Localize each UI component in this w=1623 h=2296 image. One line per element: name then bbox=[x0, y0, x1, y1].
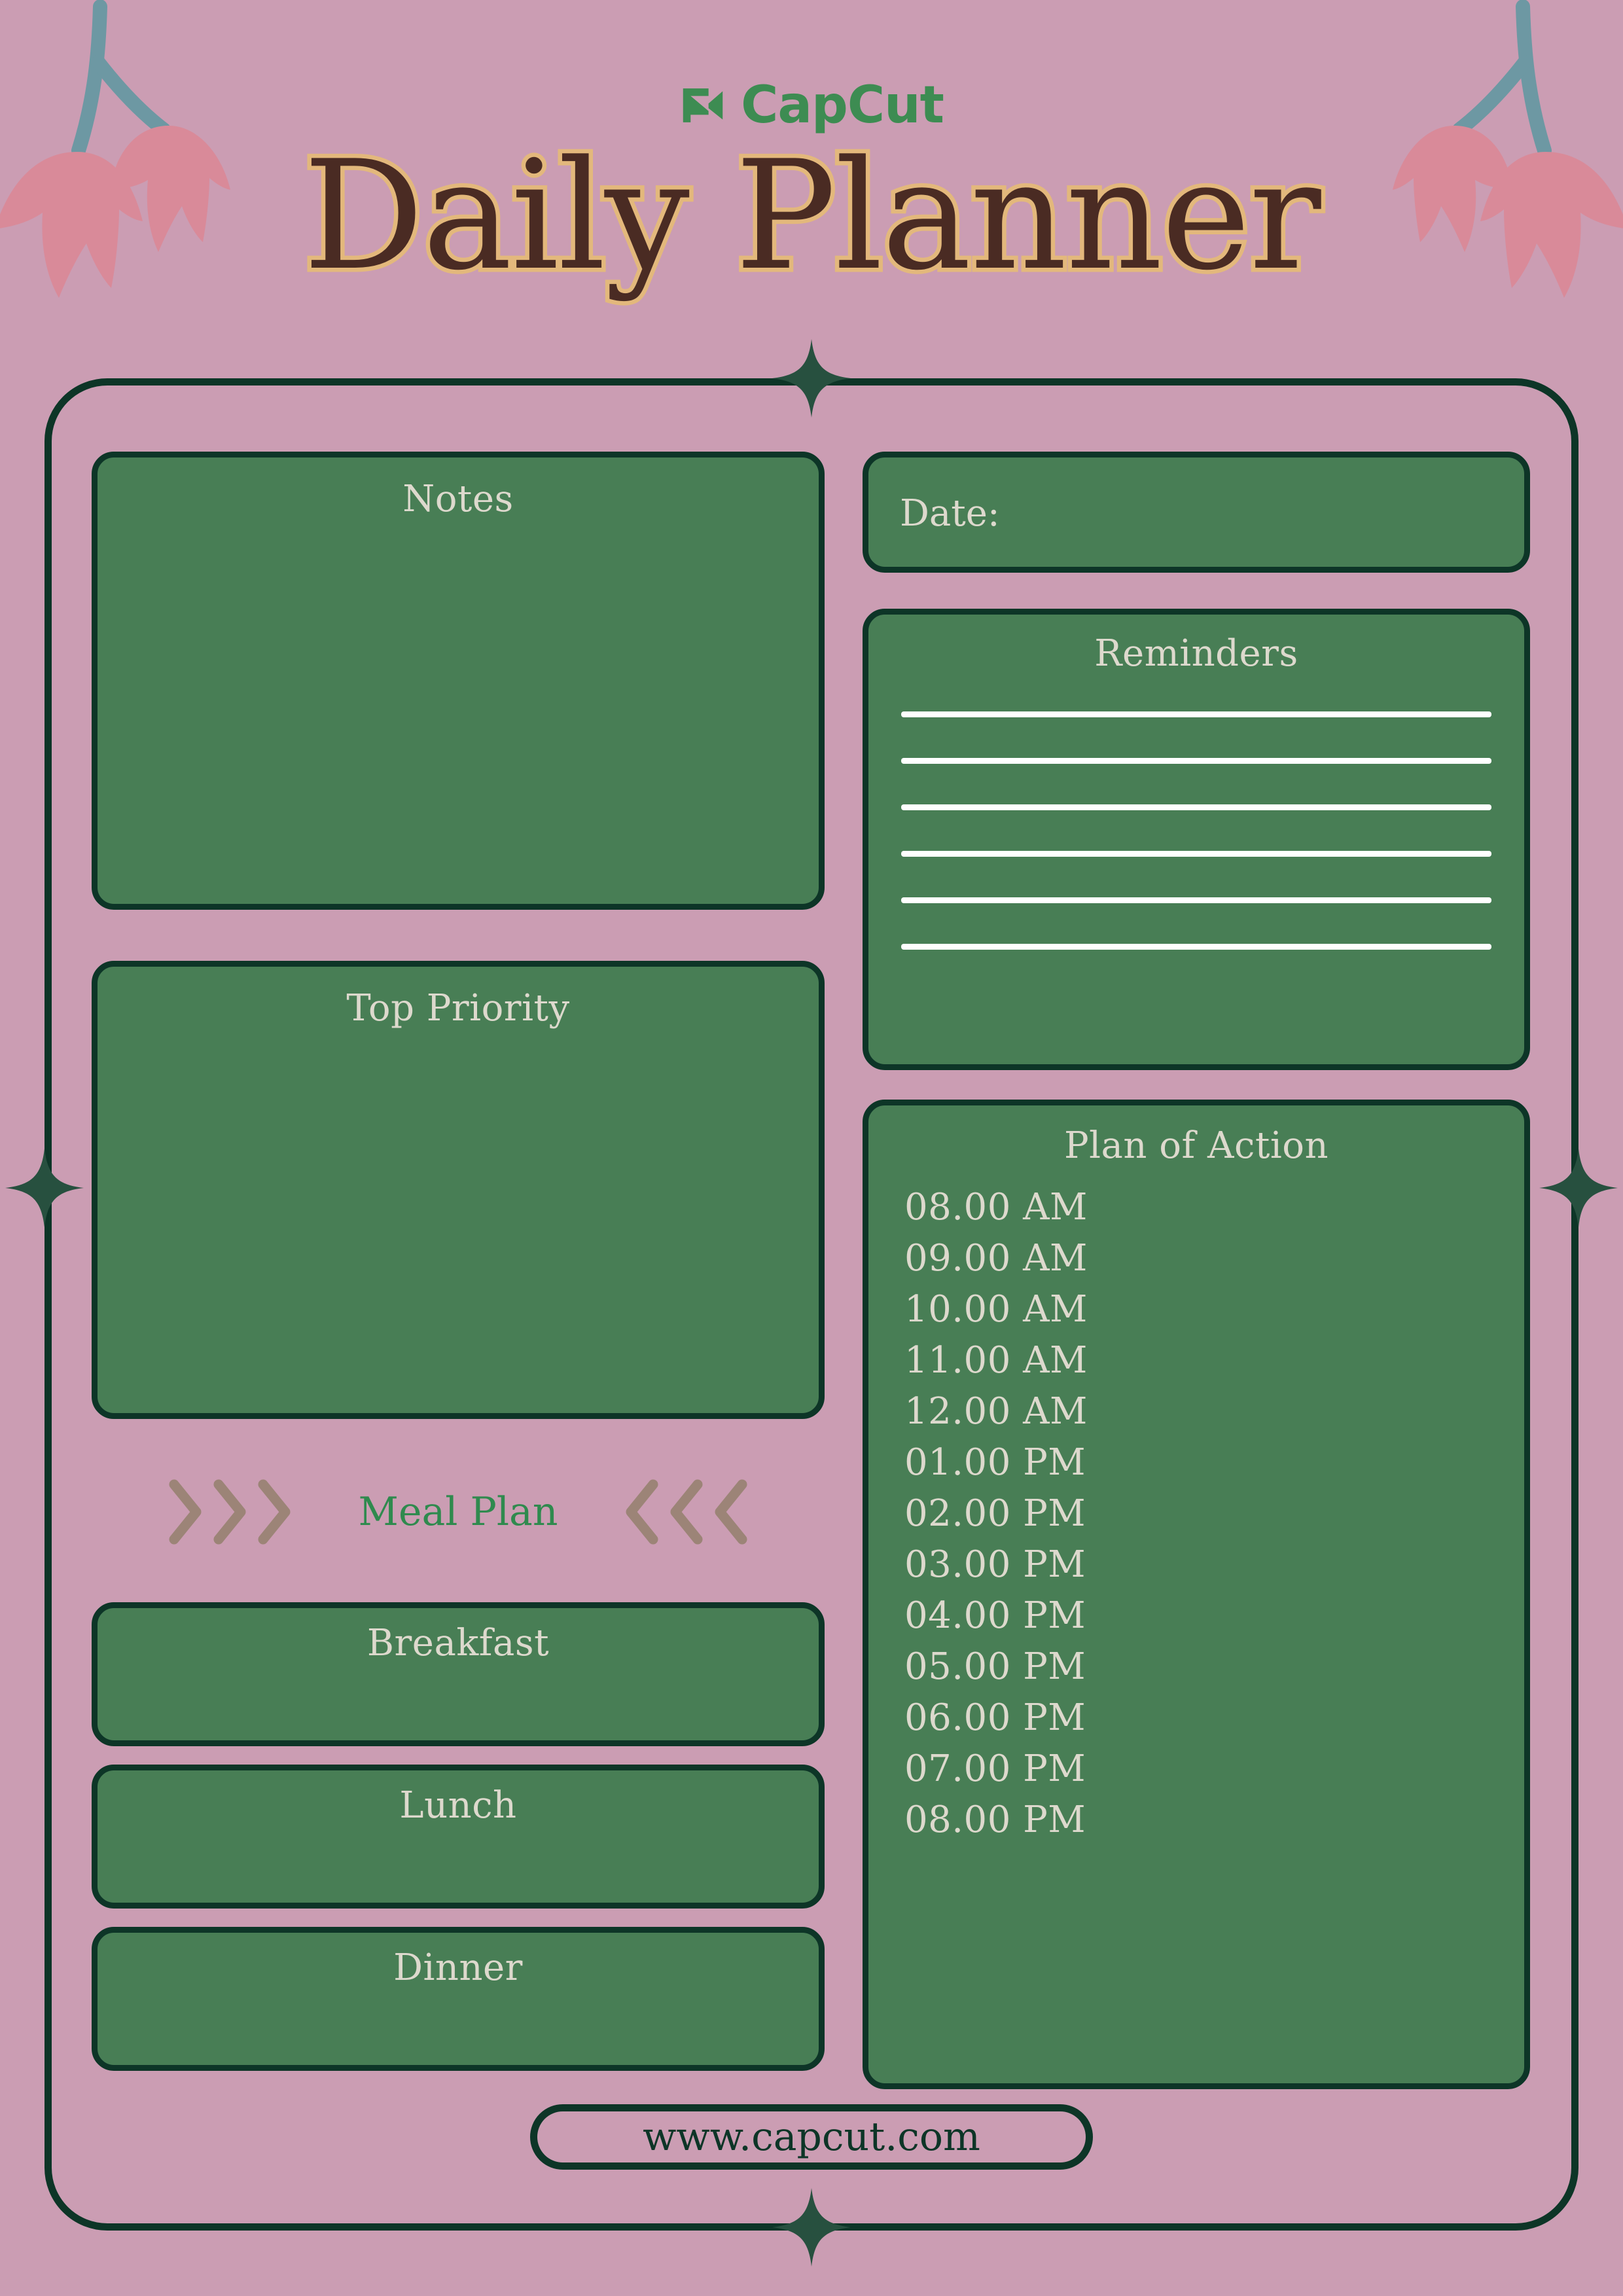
plan-time-slot[interactable]: 04.00 PM bbox=[904, 1594, 1086, 1637]
plan-time-slot[interactable]: 07.00 PM bbox=[904, 1748, 1086, 1790]
capcut-brand-name: CapCut bbox=[741, 76, 944, 135]
plan-time-slot[interactable]: 06.00 PM bbox=[904, 1696, 1086, 1739]
reminders-section[interactable]: Reminders bbox=[863, 609, 1530, 1070]
plan-time-slot[interactable]: 11.00 AM bbox=[904, 1339, 1088, 1382]
meal-box-lunch[interactable]: Lunch bbox=[92, 1765, 825, 1909]
meal-plan-heading: Meal Plan bbox=[92, 1469, 825, 1554]
meal-box-dinner[interactable]: Dinner bbox=[92, 1927, 825, 2071]
plan-time-slot[interactable]: 08.00 PM bbox=[904, 1799, 1086, 1841]
date-label: Date: bbox=[900, 492, 1000, 535]
plan-time-slot[interactable]: 12.00 AM bbox=[904, 1390, 1088, 1433]
date-field[interactable]: Date: bbox=[863, 452, 1530, 573]
footer-url-text: www.capcut.com bbox=[643, 2114, 980, 2160]
reminder-line[interactable] bbox=[901, 804, 1491, 810]
notes-label: Notes bbox=[402, 478, 514, 520]
reminder-lines bbox=[868, 711, 1524, 950]
reminder-line[interactable] bbox=[901, 711, 1491, 717]
plan-of-action-section[interactable]: Plan of Action 08.00 AM 09.00 AM 10.00 A… bbox=[863, 1100, 1530, 2089]
plan-time-slot[interactable]: 02.00 PM bbox=[904, 1492, 1086, 1535]
footer-url-pill[interactable]: www.capcut.com bbox=[530, 2104, 1093, 2170]
lunch-label: Lunch bbox=[399, 1784, 517, 1827]
plan-time-slot[interactable]: 03.00 PM bbox=[904, 1543, 1086, 1586]
chevrons-left-icon bbox=[620, 1479, 751, 1545]
breakfast-label: Breakfast bbox=[366, 1622, 550, 1664]
chevrons-right-icon bbox=[165, 1479, 296, 1545]
plan-time-slot[interactable]: 01.00 PM bbox=[904, 1441, 1086, 1484]
plan-time-slot[interactable]: 10.00 AM bbox=[904, 1288, 1088, 1331]
capcut-logo-icon bbox=[679, 82, 726, 129]
top-priority-section[interactable]: Top Priority bbox=[92, 961, 825, 1419]
reminder-line[interactable] bbox=[901, 851, 1491, 857]
plan-of-action-list: 08.00 AM 09.00 AM 10.00 AM 11.00 AM 12.0… bbox=[868, 1189, 1524, 1839]
meal-plan-label: Meal Plan bbox=[358, 1489, 558, 1535]
capcut-brand: CapCut bbox=[0, 80, 1623, 131]
reminder-line[interactable] bbox=[901, 758, 1491, 764]
plan-time-slot[interactable]: 05.00 PM bbox=[904, 1645, 1086, 1688]
meal-box-breakfast[interactable]: Breakfast bbox=[92, 1602, 825, 1746]
reminder-line[interactable] bbox=[901, 897, 1491, 903]
reminder-line[interactable] bbox=[901, 944, 1491, 950]
notes-section[interactable]: Notes bbox=[92, 452, 825, 910]
plan-time-slot[interactable]: 09.00 AM bbox=[904, 1237, 1088, 1280]
plan-time-slot[interactable]: 08.00 AM bbox=[904, 1186, 1088, 1229]
reminders-label: Reminders bbox=[1094, 632, 1298, 675]
top-priority-label: Top Priority bbox=[346, 987, 570, 1030]
plan-of-action-label: Plan of Action bbox=[1063, 1124, 1329, 1167]
dinner-label: Dinner bbox=[393, 1946, 523, 1989]
page-title: Daily Planner bbox=[299, 129, 1325, 304]
